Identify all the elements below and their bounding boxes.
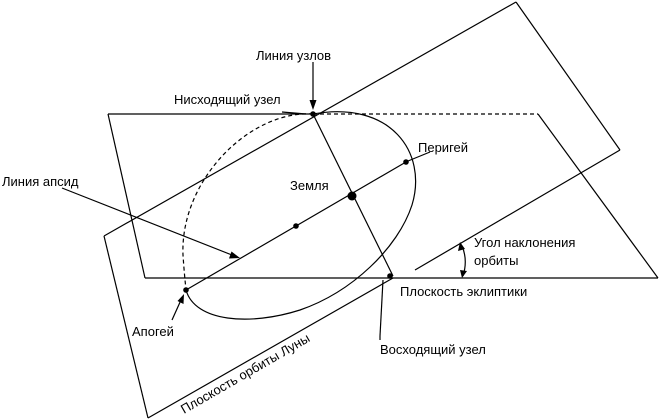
label-earth: Земля	[290, 178, 329, 193]
label-line-of-apsides: Линия апсид	[2, 174, 79, 189]
label-inclination-2: орбиты	[474, 253, 518, 268]
inclination-arrow-top	[458, 242, 465, 251]
arrow-line-of-nodes	[309, 100, 317, 110]
perigee-point	[403, 159, 409, 165]
label-inclination-1: Угол наклонения	[474, 235, 575, 250]
apogee-point	[183, 287, 189, 293]
line-of-nodes-extension	[379, 279, 384, 337]
inclination-arrow-bottom	[460, 270, 467, 278]
arrow-apogee	[177, 294, 184, 304]
leader-apogee	[171, 299, 182, 321]
earth-point	[347, 191, 357, 201]
moon-orbit-ellipse	[182, 111, 417, 320]
leader-descending-node	[281, 111, 307, 115]
label-descending-node: Нисходящий узел	[174, 92, 281, 107]
ecliptic-plane	[107, 113, 659, 279]
label-line-of-nodes: Линия узлов	[256, 48, 331, 63]
descending-node-point	[310, 111, 316, 117]
label-ecliptic-plane: Плоскость эклиптики	[400, 284, 527, 299]
label-moon-orbit-plane: Плоскость орбиты Луны	[178, 330, 312, 416]
orbit-center-point	[293, 223, 299, 229]
label-apogee: Апогей	[132, 324, 174, 339]
label-perigee: Перигей	[418, 140, 468, 155]
leader-line-of-apsides	[61, 187, 233, 256]
arrow-line-of-apsides	[229, 251, 240, 259]
ascending-node-point	[387, 273, 393, 279]
leader-perigee	[407, 151, 431, 162]
moon-orbit-plane	[103, 1, 621, 419]
label-ascending-node: Восходящий узел	[380, 342, 486, 357]
